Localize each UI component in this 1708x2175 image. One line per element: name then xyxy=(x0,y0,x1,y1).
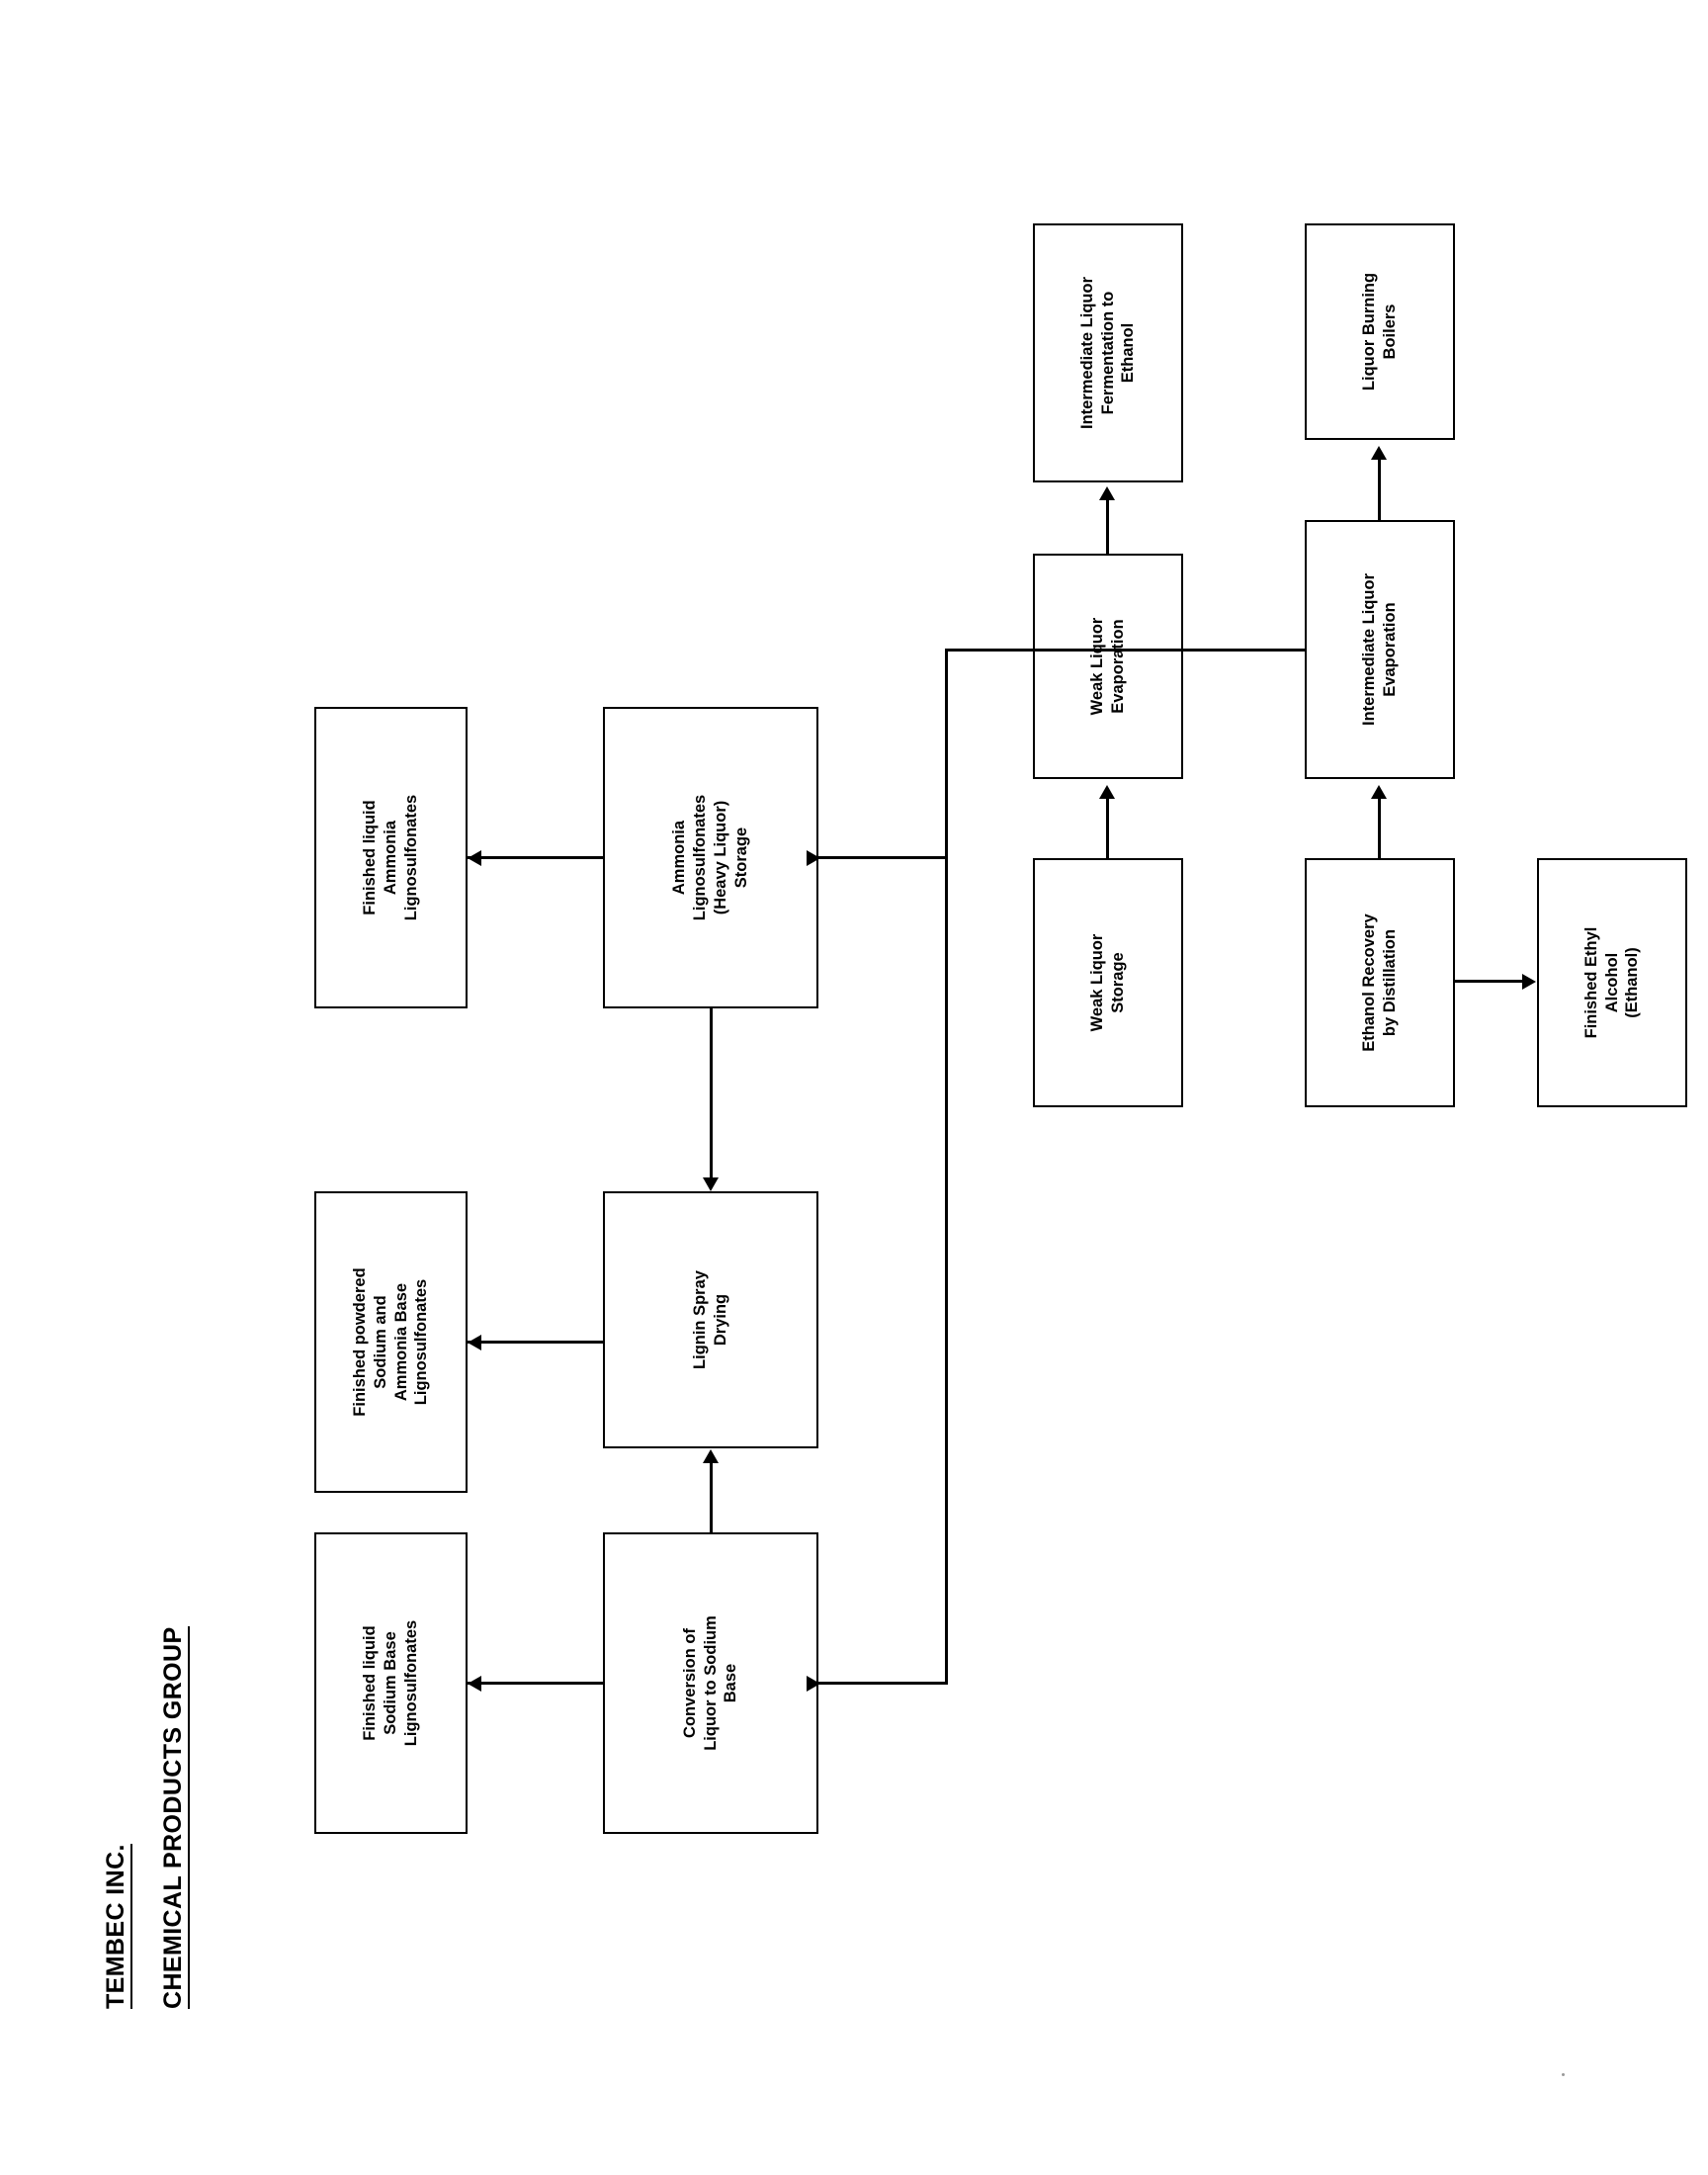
node-label: Finished powdered Sodium and Ammonia Bas… xyxy=(350,1267,431,1417)
arrowhead-up xyxy=(468,850,481,866)
node-liquor-burning-boilers[interactable]: Liquor Burning Boilers xyxy=(1305,223,1455,440)
arrowhead-right xyxy=(1371,446,1387,460)
node-intermediate-liquor-fermentation[interactable]: Intermediate Liquor Fermentation to Etha… xyxy=(1033,223,1183,482)
node-label: Finished Ethyl Alcohol (Ethanol) xyxy=(1581,926,1642,1039)
node-label: Lignin Spray Drying xyxy=(691,1270,729,1369)
company-title: TEMBEC INC. xyxy=(102,1844,133,2009)
node-label: Intermediate Liquor Fermentation to Etha… xyxy=(1077,276,1138,430)
group-title: CHEMICAL PRODUCTS GROUP xyxy=(159,1626,191,2009)
node-label: Finished liquid Sodium Base Lignosulfona… xyxy=(361,1619,420,1747)
scan-speck xyxy=(1562,2073,1565,2076)
node-label: Ammonia Lignosulfonates (Heavy Liquor) S… xyxy=(670,794,750,921)
node-finished-ethyl-alcohol[interactable]: Finished Ethyl Alcohol (Ethanol) xyxy=(1537,858,1687,1107)
node-label: Liquor Burning Boilers xyxy=(1360,272,1399,392)
node-conversion-to-sodium-base[interactable]: Conversion of Liquor to Sodium Base xyxy=(603,1532,818,1834)
node-label: Finished liquid Ammonia Lignosulfonates xyxy=(361,794,420,921)
node-intermediate-liquor-evaporation[interactable]: Intermediate Liquor Evaporation xyxy=(1305,520,1455,779)
edge-conversion-to-sodium-output xyxy=(468,1682,603,1685)
edge-recovery-to-evaporation2 xyxy=(1378,797,1381,858)
node-ethanol-recovery[interactable]: Ethanol Recovery by Distillation xyxy=(1305,858,1455,1107)
node-lignin-spray-drying[interactable]: Lignin Spray Drying xyxy=(603,1191,818,1448)
edge-ammonia-to-lignin xyxy=(710,1008,713,1178)
edge-recovery-to-ethanol xyxy=(1455,980,1524,983)
arrowhead-right xyxy=(1099,486,1115,500)
node-label: Intermediate Liquor Evaporation xyxy=(1360,572,1399,727)
arrowhead-down xyxy=(807,850,820,866)
node-finished-powdered[interactable]: Finished powdered Sodium and Ammonia Bas… xyxy=(314,1191,468,1493)
node-finished-liquid-sodium-base[interactable]: Finished liquid Sodium Base Lignosulfona… xyxy=(314,1532,468,1834)
node-weak-liquor-storage[interactable]: Weak Liquor Storage xyxy=(1033,858,1183,1107)
arrowhead-right xyxy=(1099,785,1115,799)
edge-evaporation-to-fermentation xyxy=(1106,498,1109,554)
node-ammonia-lignosulfonates-storage[interactable]: Ammonia Lignosulfonates (Heavy Liquor) S… xyxy=(603,707,818,1008)
node-label: Weak Liquor Evaporation xyxy=(1088,617,1127,716)
arrowhead-down xyxy=(1522,974,1536,990)
arrowhead-left xyxy=(703,1177,719,1191)
node-weak-liquor-evaporation[interactable]: Weak Liquor Evaporation xyxy=(1033,554,1183,779)
edge-evap-riser-left xyxy=(818,1682,947,1685)
arrowhead-right xyxy=(1371,785,1387,799)
arrowhead-down xyxy=(807,1676,820,1692)
edge-storage-to-evaporation xyxy=(1106,797,1109,858)
arrowhead-up xyxy=(468,1335,481,1350)
edge-conversion-to-lignin xyxy=(710,1461,713,1532)
arrowhead-right xyxy=(703,1449,719,1463)
node-finished-liquid-ammonia[interactable]: Finished liquid Ammonia Lignosulfonates xyxy=(314,707,468,1008)
edge-evap-riser-right xyxy=(818,856,947,859)
edge-lignin-to-powdered xyxy=(468,1341,603,1344)
edge-evap-source-stub xyxy=(945,649,1305,652)
arrowhead-up xyxy=(468,1676,481,1692)
node-label: Ethanol Recovery by Distillation xyxy=(1360,914,1399,1052)
node-label: Weak Liquor Storage xyxy=(1088,933,1127,1032)
node-label: Conversion of Liquor to Sodium Base xyxy=(680,1615,740,1751)
edge-evap-trunk xyxy=(945,649,948,1685)
edge-evaporation2-to-boilers xyxy=(1378,458,1381,520)
edge-ammonia-to-liquid-ammonia xyxy=(468,856,603,859)
